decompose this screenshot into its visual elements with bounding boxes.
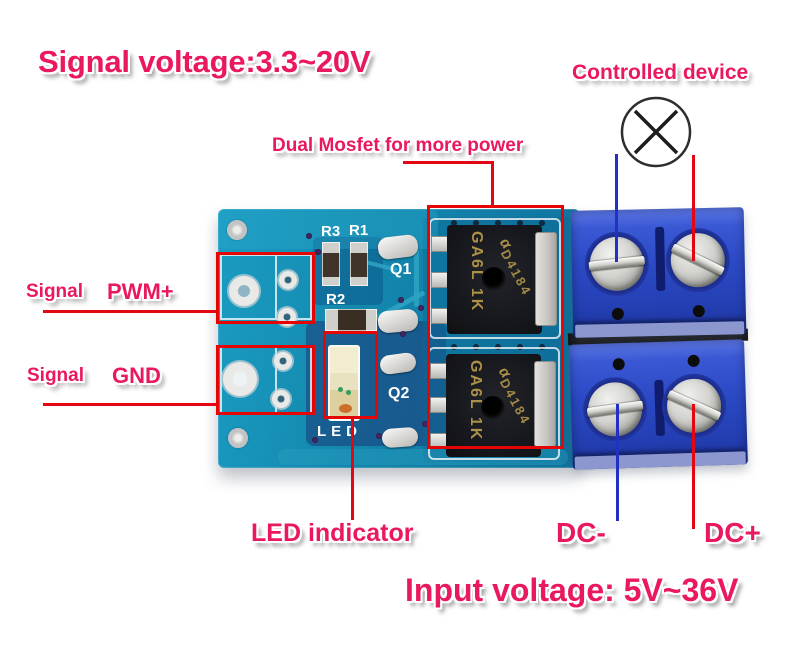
pad-hole <box>279 357 287 365</box>
terminal-wire-hole <box>611 307 624 320</box>
via <box>398 297 404 303</box>
resistor-r2 <box>325 309 377 331</box>
callout-box-gnd-pads <box>216 345 315 415</box>
via <box>376 433 382 439</box>
terminal-flange <box>574 451 746 470</box>
header-pad-row <box>450 219 562 227</box>
led-die <box>338 387 343 392</box>
mosfet-body: GA6L 1K α D4184 <box>447 225 542 334</box>
led-die <box>346 390 351 395</box>
via <box>422 421 428 427</box>
terminal-block-input <box>569 339 748 470</box>
callout-line-pwm <box>43 310 216 313</box>
wire-red-dc-plus <box>692 404 695 529</box>
solder-blob <box>381 426 419 449</box>
callout-line-mosfet-h <box>403 161 494 164</box>
resistor-r3 <box>322 242 340 286</box>
callout-line-led <box>351 419 354 520</box>
pad-hole <box>238 285 250 297</box>
label-signal-gnd-prefix: Signal <box>27 365 85 386</box>
label-gnd: GND <box>112 363 161 388</box>
terminal-wire-hole <box>692 305 705 318</box>
via <box>418 305 424 311</box>
screw-slot <box>670 243 725 276</box>
mounting-hole <box>227 220 247 240</box>
via <box>306 233 312 239</box>
pwm-pad-group <box>220 254 312 320</box>
silkscreen-divider <box>275 348 277 412</box>
led-die <box>339 404 352 413</box>
label-signal-pwm-prefix: Signal <box>26 281 84 302</box>
callout-box-mosfets <box>427 205 564 449</box>
pcb-board: R3 R1 R2 Q1 Q2 LED <box>218 209 580 468</box>
title-signal-voltage: Signal voltage:3.3~20V <box>38 44 371 79</box>
terminal-screw-out-right <box>670 232 726 288</box>
label-led-indicator: LED indicator <box>251 519 414 547</box>
silkscreen-r1: R1 <box>349 222 369 239</box>
gnd-solder-pad <box>223 362 257 396</box>
silkscreen-q2: Q2 <box>388 385 410 402</box>
label-dual-mosfet: Dual Mosfet for more power <box>272 135 524 156</box>
pad-hole <box>284 276 292 284</box>
lamp-symbol <box>619 95 693 169</box>
callout-box-pwm-pads <box>216 252 315 324</box>
mosfet-q1: GA6L 1K α D4184 <box>429 218 561 339</box>
pad-hole <box>232 371 248 387</box>
label-dc-minus: DC- <box>556 517 606 548</box>
label-controlled-device: Controlled device <box>572 61 749 84</box>
mosfet-dimple <box>482 267 506 291</box>
mosfet-metal-tab <box>535 232 557 326</box>
solder-blob <box>376 233 420 261</box>
wire-blue-dc-minus <box>616 404 619 521</box>
silkscreen-led: LED <box>317 423 362 440</box>
mosfet-dimple <box>481 396 505 420</box>
pad-hole <box>283 313 291 321</box>
solder-blob <box>377 308 419 334</box>
mosfet-body: GA6L 1K α D4184 <box>446 354 541 457</box>
silkscreen-r3: R3 <box>321 223 341 240</box>
terminal-divider-slot <box>655 226 666 292</box>
pcb-trace <box>414 249 419 307</box>
wire-red-device <box>692 155 695 261</box>
resistor-r1 <box>350 242 368 286</box>
gnd-solder-pad <box>274 352 292 370</box>
pad-hole <box>277 395 285 403</box>
led-component <box>328 345 360 421</box>
label-pwm-plus: PWM+ <box>107 279 174 304</box>
callout-line-gnd <box>43 403 216 406</box>
callout-box-led <box>323 331 378 419</box>
gnd-solder-pad <box>272 390 290 408</box>
via <box>312 437 318 443</box>
mounting-hole <box>228 428 248 448</box>
silkscreen-r2: R2 <box>326 291 346 308</box>
silkscreen-divider <box>275 256 277 318</box>
terminal-wire-hole <box>612 358 625 371</box>
label-dc-plus: DC+ <box>704 517 761 548</box>
screw-recess <box>665 227 731 293</box>
wire-blue-device <box>615 154 618 262</box>
silkscreen-q1: Q1 <box>390 261 412 278</box>
via <box>315 249 321 255</box>
callout-line-mosfet-v <box>491 161 494 208</box>
terminal-block-output <box>570 207 747 338</box>
pwm-solder-pad <box>229 276 259 306</box>
lamp-icon <box>620 96 692 168</box>
via <box>400 331 406 337</box>
terminal-wire-hole <box>687 354 700 368</box>
pwm-solder-pad <box>279 271 297 289</box>
label-input-voltage: Input voltage: 5V~36V <box>405 572 739 608</box>
